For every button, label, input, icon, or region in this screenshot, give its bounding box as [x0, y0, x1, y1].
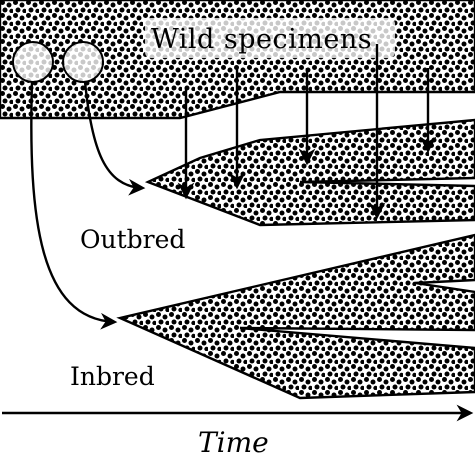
- outbred-population-band: [144, 118, 475, 227]
- sampled-individual-right: [62, 41, 104, 83]
- wild-specimens-label: Wild specimens: [151, 24, 372, 55]
- wild-label-halo: [145, 18, 395, 58]
- inbred-population-fork: [116, 233, 475, 400]
- outbred-label: Outbred: [80, 225, 185, 254]
- inbred-founding-arrow: [30, 81, 118, 330]
- sampled-individual-left: [12, 41, 54, 83]
- inbred-label: Inbred: [70, 362, 155, 391]
- outbred-founding-arrow: [83, 81, 146, 196]
- time-axis-label: Time: [198, 426, 269, 459]
